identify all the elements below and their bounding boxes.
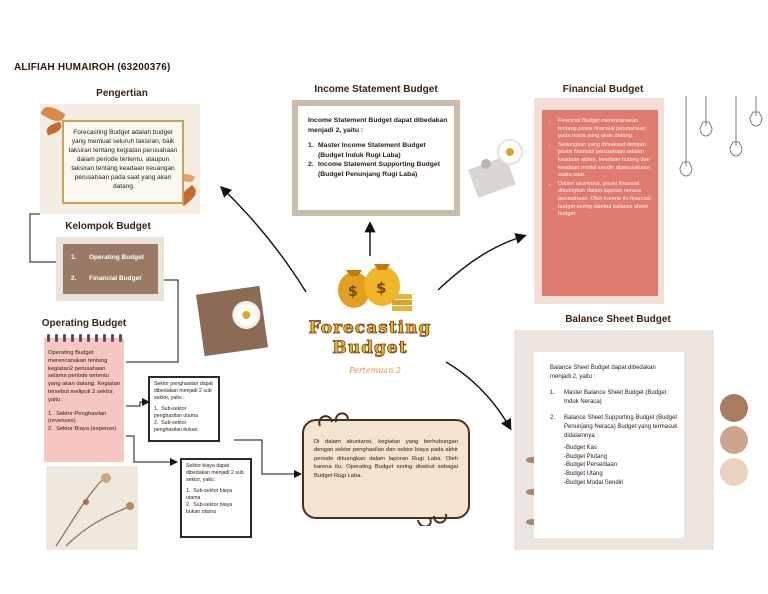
income-title: Income Statement Budget	[314, 84, 438, 95]
palette-swatch-1	[720, 394, 748, 422]
hanging-lamps-decoration	[679, 96, 763, 177]
balance-title: Balance Sheet Budget	[565, 314, 671, 325]
author-name: ALIFIAH HUMAIROH (63200376)	[14, 62, 171, 73]
line-op-sub1	[126, 398, 150, 407]
palette-swatch-3	[720, 458, 748, 486]
balance-item-1: 1.Master Balance Sheet Budget (Budget In…	[550, 390, 667, 405]
spiral-rings	[44, 334, 124, 342]
operating-title: Operating Budget	[41, 318, 127, 329]
palette-swatch-2	[720, 426, 748, 454]
balance-subitems: -Budget Kas -Budget Piutang -Budget Pers…	[564, 445, 624, 486]
sektor-penghasilan-intro: Sektor penghasilan dapat dibedakan menja…	[154, 381, 213, 401]
financial-title: Financial Budget	[562, 84, 644, 95]
dried-flowers-image	[46, 466, 138, 550]
sektor-biaya-box: Sektor biaya dapat dibedakan menjadi 2 s…	[180, 458, 252, 538]
income-intro: Income Statement Budget dapat dibedakan …	[308, 117, 448, 134]
balance-item-2: 2.Balance Sheet Supporting Budget (Budge…	[550, 415, 678, 439]
sektor-penghasilan-box: Sektor penghasilan dapat dibedakan menja…	[148, 376, 220, 442]
money-bags-icon: $ $	[330, 256, 416, 312]
paper-flower-image	[195, 285, 269, 357]
financial-item-2: Sedangkan yang dimaksud dengan posisi fi…	[558, 142, 656, 180]
svg-text:$: $	[376, 279, 386, 297]
flower-bouquet-image	[466, 134, 530, 200]
line-pengertian-kelompok	[29, 213, 56, 263]
arrow-to-pengertian	[219, 186, 307, 293]
operating-intro: Operating Budget merencanakan tentang ke…	[48, 350, 121, 403]
main-subtitle: Pertemuan 2	[349, 366, 401, 375]
line-sub-scroll	[234, 439, 302, 478]
line-op-sub2	[126, 435, 178, 466]
balance-intro: Balance Sheet Budget dapat dibedakan men…	[550, 365, 656, 380]
income-item-1: 1.Master Income Statement Budget (Budget…	[308, 142, 426, 159]
financial-card: Financial Budget merencanakan tentang po…	[542, 110, 658, 296]
kelompok-card: 1.Operating Budget 2.Financial Budget	[56, 237, 164, 301]
kelompok-title: Kelompok Budget	[65, 221, 151, 232]
financial-item-3: Dalam akuntansi, posisi finansial dituan…	[558, 181, 656, 219]
scroll-text: Di dalam akuntansi, kegiatan yang berhub…	[314, 439, 458, 479]
sektor-penghasilan-item-2: 2. Sub-sektor penghasilan bukan	[154, 420, 198, 433]
operating-card: Operating Budget merencanakan tentang ke…	[44, 334, 124, 462]
pengertian-text: Forecasting Budget adalah budget yang me…	[68, 129, 178, 190]
main-title: Forecasting Budget	[308, 318, 432, 359]
sektor-biaya-item-2: 2. Sub-sektor biaya bukan utama	[186, 502, 233, 515]
svg-text:$: $	[348, 284, 358, 300]
sektor-penghasilan-item-1: 1. Sub-sektor penghasilan utama	[154, 406, 198, 419]
kelompok-item-financial: 2.Financial Budget	[71, 275, 142, 282]
kelompok-item-operating: 1.Operating Budget	[71, 254, 144, 261]
sektor-biaya-item-1: 1. Sub-sektor biaya utama	[186, 488, 233, 501]
scroll-curl-icon	[318, 412, 448, 526]
financial-item-1: Financial Budget merencanakan tentang po…	[558, 118, 656, 141]
income-card: Income Statement Budget dapat dibedakan …	[292, 100, 460, 216]
arrow-to-balance	[445, 361, 512, 431]
pengertian-title: Pengertian	[96, 88, 148, 99]
sektor-biaya-intro: Sektor biaya dapat dibedakan menjadi 2 s…	[186, 463, 244, 483]
balance-card: Balance Sheet Budget dapat dibedakan men…	[534, 352, 684, 538]
arrow-to-financial	[437, 233, 527, 291]
pengertian-card: Forecasting Budget adalah budget yang me…	[40, 103, 200, 214]
income-item-2: 2.Income Statement Supporting Budget (Bu…	[308, 161, 440, 178]
operating-item-2: 2. Sektor Biaya (expense)	[48, 426, 117, 433]
line-kelompok-operating	[126, 279, 179, 363]
scroll-note: Di dalam akuntansi, kegiatan yang berhub…	[302, 419, 470, 519]
operating-item-1: 1. Sektor Penghasilan (revenues)	[48, 410, 107, 425]
